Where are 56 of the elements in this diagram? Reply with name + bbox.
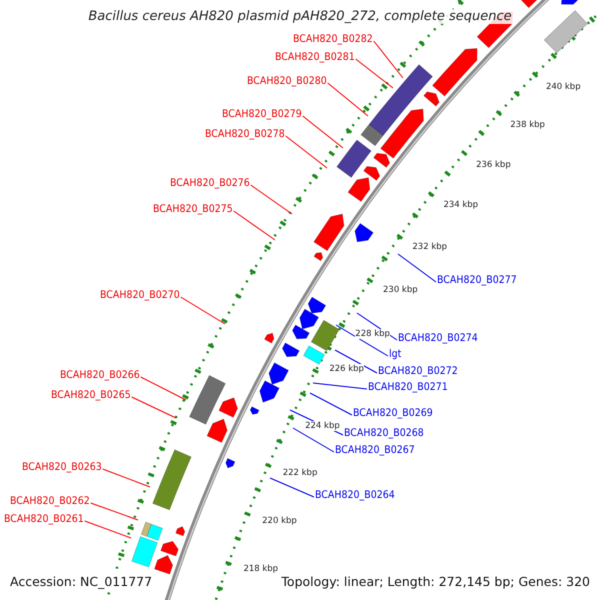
- leader-line: [84, 520, 132, 538]
- gene-label: BCAH820_B0280: [247, 75, 327, 88]
- gene-label: BCAH820_B0263: [22, 461, 102, 474]
- scale-label: 240 kbp: [546, 82, 581, 92]
- gene-label: lgt: [389, 348, 402, 361]
- sequence-info-text: Topology: linear; Length: 272,145 bp; Genes: 320: [281, 574, 590, 589]
- gene-label: BCAH820_B0278: [205, 128, 285, 141]
- leader-line: [250, 184, 292, 214]
- gene-label: BCAH820_B0264: [315, 489, 395, 502]
- leader-line: [270, 478, 314, 498]
- gene-label: BCAH820_B0279: [222, 108, 302, 121]
- leader-line: [327, 82, 368, 116]
- leader-line: [310, 392, 352, 416]
- gene-label: BCAH820_B0282: [293, 33, 373, 46]
- leader-line: [180, 296, 226, 324]
- leader-line: [292, 428, 334, 452]
- gene-label: BCAH820_B0261: [4, 513, 84, 526]
- gene-label: BCAH820_B0274: [398, 332, 478, 345]
- gene-label: BCAH820_B0272: [378, 365, 458, 378]
- scale-label: 230 kbp: [383, 285, 418, 296]
- scale-label: 218 kbp: [243, 564, 278, 574]
- leader-line: [90, 502, 138, 520]
- leader-line: [373, 40, 404, 78]
- scale-label: 224 kbp: [305, 420, 340, 431]
- scale-label: 220 kbp: [262, 516, 297, 526]
- leader-line: [336, 324, 388, 356]
- gene-label: BCAH820_B0268: [344, 427, 424, 440]
- leader-line: [398, 254, 436, 282]
- gene-label: BCAH820_B0266: [60, 369, 140, 382]
- leader-line: [131, 396, 176, 418]
- leader-line: [102, 468, 150, 488]
- scale-label: 232 kbp: [412, 242, 448, 252]
- scale-label: 238 kbp: [510, 120, 545, 130]
- leader-line: [302, 116, 344, 148]
- gene-label: BCAH820_B0276: [170, 177, 250, 190]
- gene-label: BCAH820_B0277: [437, 274, 517, 287]
- leader-line: [312, 382, 368, 390]
- gene-label: BCAH820_B0271: [368, 381, 448, 394]
- gene-label: BCAH820_B0265: [51, 389, 131, 402]
- scale-label: 222 kbp: [282, 468, 318, 478]
- scale-label: 226 kbp: [329, 364, 364, 374]
- leader-line: [355, 58, 394, 88]
- leader-line: [140, 376, 186, 400]
- leader-line: [285, 136, 328, 168]
- gene-label: BCAH820_B0281: [275, 51, 355, 64]
- gene-label: BCAH820_B0270: [100, 289, 180, 302]
- gene-label: BCAH820_B0262: [10, 495, 90, 508]
- leader-line: [233, 210, 276, 240]
- gene-label: BCAH820_B0275: [153, 203, 233, 216]
- gene-label: BCAH820_B0269: [353, 407, 433, 420]
- scale-label: 228 kbp: [355, 329, 390, 340]
- scale-label: 234 kbp: [443, 200, 478, 210]
- gene-label: BCAH820_B0267: [335, 444, 415, 457]
- accession-text: Accession: NC_011777: [10, 574, 152, 589]
- scale-label: 236 kbp: [476, 160, 511, 170]
- leader-line: [334, 350, 378, 374]
